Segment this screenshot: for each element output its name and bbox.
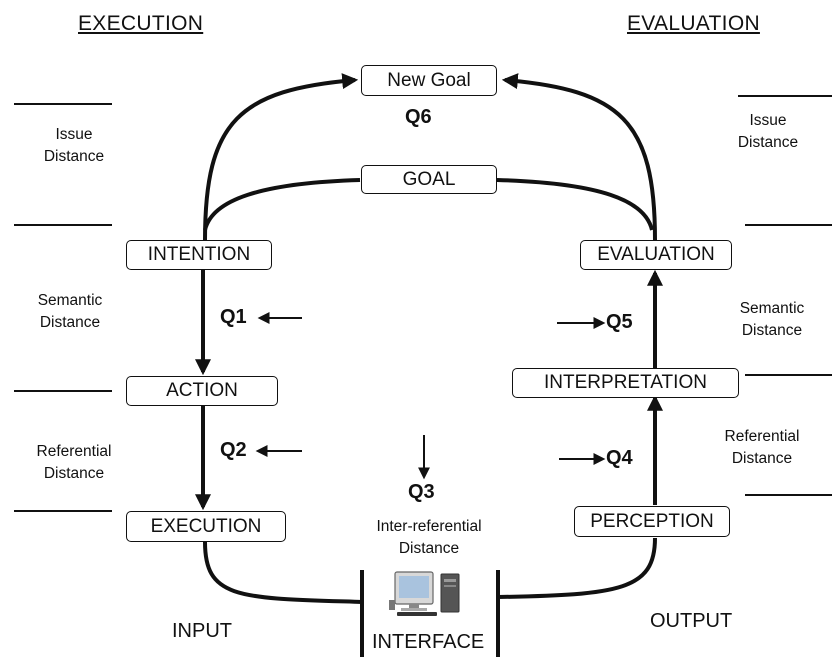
evaluation-box: EVALUATION xyxy=(580,240,732,270)
left-divider-3 xyxy=(14,390,112,392)
right-semantic-line-1: Semantic xyxy=(739,300,805,317)
q2-label: Q2 xyxy=(220,439,247,461)
q1-label: Q1 xyxy=(220,306,247,328)
evaluation-header: EVALUATION xyxy=(627,12,760,35)
left-semantic-line-2: Distance xyxy=(39,314,101,331)
right-issue-line-1: Issue xyxy=(749,112,787,129)
interpretation-box: INTERPRETATION xyxy=(512,368,739,398)
right-semantic-line-2: Distance xyxy=(741,322,803,339)
right-referential-distance: Referential Distance xyxy=(710,426,814,470)
right-divider-3 xyxy=(745,374,832,376)
execution-to-interface-link xyxy=(203,541,363,604)
interface-to-perception-link xyxy=(497,537,657,599)
inter-referential-line-2: Distance xyxy=(398,540,460,557)
action-box: ACTION xyxy=(126,376,278,406)
perception-box: PERCEPTION xyxy=(574,506,730,537)
goal-right-link xyxy=(496,178,654,231)
left-issue-distance: Issue Distance xyxy=(24,124,124,168)
interface-label: INTERFACE xyxy=(372,631,485,653)
q3-label: Q3 xyxy=(408,481,435,503)
execution-box: EXECUTION xyxy=(126,511,286,542)
q4-label: Q4 xyxy=(606,447,633,469)
new-goal-box: New Goal xyxy=(361,65,497,96)
left-semantic-line-1: Semantic xyxy=(37,292,103,309)
evaluation-to-new-goal-arrow xyxy=(501,73,657,241)
right-referential-line-2: Distance xyxy=(731,450,793,467)
input-label: INPUT xyxy=(172,620,232,642)
left-referential-line-2: Distance xyxy=(43,465,105,482)
left-issue-line-2: Distance xyxy=(43,148,105,165)
output-label: OUTPUT xyxy=(650,610,733,632)
computer-icon xyxy=(389,571,460,616)
left-issue-line-1: Issue xyxy=(55,126,93,143)
right-issue-distance: Issue Distance xyxy=(718,110,818,154)
intention-to-new-goal-arrow xyxy=(203,73,359,241)
execution-header: EXECUTION xyxy=(78,12,204,35)
right-divider-4 xyxy=(745,494,832,496)
goal-box: GOAL xyxy=(361,165,497,194)
inter-referential-distance: Inter-referential Distance xyxy=(355,516,503,560)
goal-left-link xyxy=(203,178,361,231)
right-semantic-distance: Semantic Distance xyxy=(722,298,822,342)
right-issue-line-2: Distance xyxy=(737,134,799,151)
left-divider-4 xyxy=(14,510,112,512)
inter-referential-line-1: Inter-referential xyxy=(376,518,482,535)
left-referential-line-1: Referential xyxy=(36,443,112,460)
left-divider-2 xyxy=(14,224,112,226)
right-referential-line-1: Referential xyxy=(724,428,800,445)
q6-label: Q6 xyxy=(405,106,432,128)
left-semantic-distance: Semantic Distance xyxy=(20,290,120,334)
intention-box: INTENTION xyxy=(126,240,272,270)
right-divider-1 xyxy=(738,95,832,97)
right-divider-2 xyxy=(745,224,832,226)
left-referential-distance: Referential Distance xyxy=(22,441,126,485)
left-divider-1 xyxy=(14,103,112,105)
q5-label: Q5 xyxy=(606,311,633,333)
